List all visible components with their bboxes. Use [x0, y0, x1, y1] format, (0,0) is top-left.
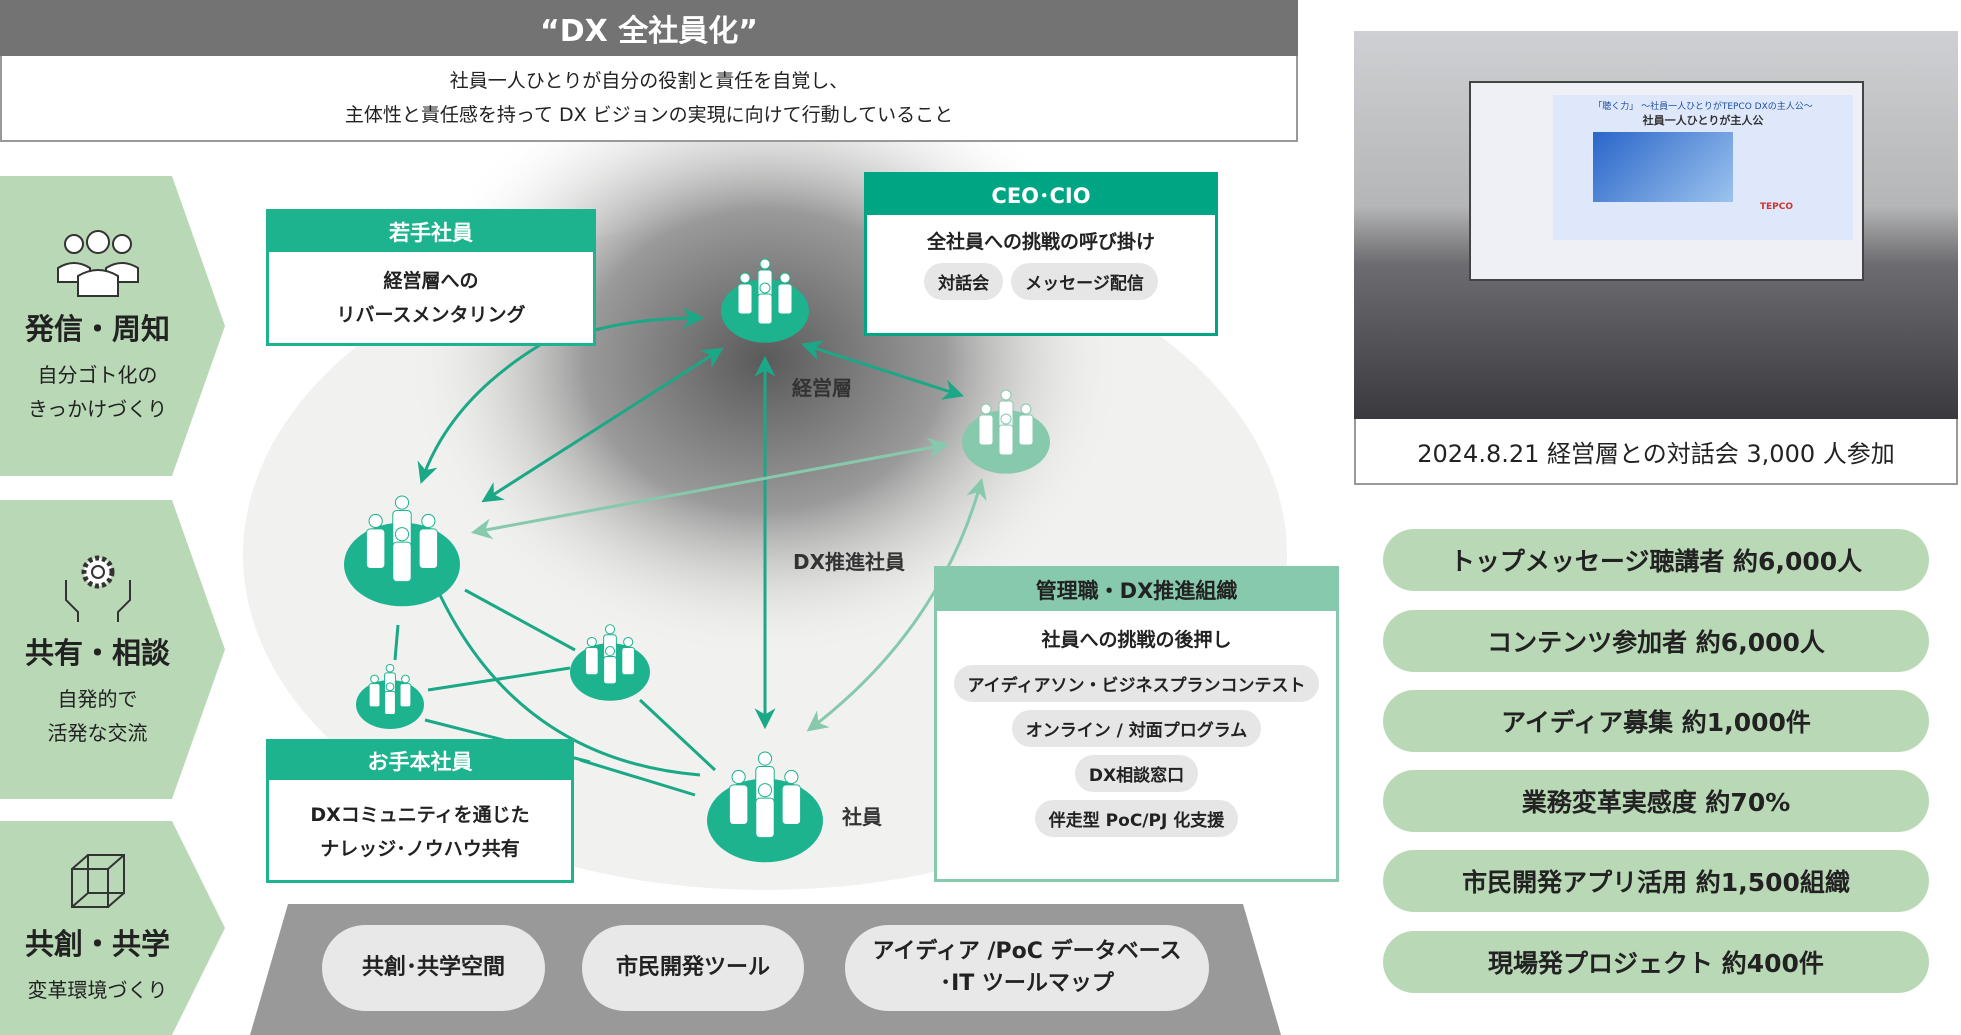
chip-consultation: DX相談窓口 [1074, 755, 1199, 792]
pillar-communication: 発信・周知 自分ゴト化の きっかけづくり [0, 176, 225, 476]
box-text: リバースメンタリング [336, 304, 526, 326]
platform-space: 共創･共学空間 [322, 925, 545, 1011]
vision-description: 社員一人ひとりが自分の役割と責任を自覚し、 主体性と責任感を持って DX ビジョ… [0, 56, 1298, 142]
gear-hands-icon [64, 555, 131, 622]
small-group-people-icon [356, 663, 424, 729]
pillar-title: 共創・共学 [24, 927, 170, 961]
stat-pill: 市民開発アプリ活用 約1,500組織 [1383, 850, 1929, 912]
stat-pill: 現場発プロジェクト 約400件 [1383, 931, 1929, 993]
platform-label: 市民開発ツール [615, 955, 770, 980]
platform-label: 共創･共学空間 [361, 955, 505, 980]
box-text: 全社員への挑戦の呼び掛け [926, 231, 1155, 253]
arrow-mgmt-dx [470, 437, 950, 540]
vision-line-2: 主体性と責任感を持って DX ビジョンの実現に向けて行動していること [344, 104, 954, 126]
slide: 「聴く力」 ～社員一人ひとりがTEPCO DXの主人公～ 社員一人ひとりが主人公… [1553, 95, 1853, 240]
platform-label: ･IT ツールマップ [940, 971, 1114, 996]
pillar-title: 発信・周知 [24, 312, 170, 346]
model-staff-box: お手本社員 DXコミュニティを通じた ナレッジ･ノウハウ共有 [266, 739, 574, 883]
platform-database: アイディア /PoC データベース ･IT ツールマップ [845, 925, 1209, 1011]
label-executives: 経営層 [792, 376, 852, 400]
pillar-subtitle: 自発的で [57, 686, 138, 711]
management-box: 管理職・DX推進組織 社員への挑戦の後押し アイディアソン・ビジネスプランコンテ… [934, 566, 1339, 882]
young-staff-box: 若手社員 経営層への リバースメンタリング [266, 209, 596, 346]
vision-title: “DX 全社員化” [0, 0, 1298, 56]
pillar-sharing: 共有・相談 自発的で 活発な交流 [0, 500, 225, 799]
box-header: 管理職・DX推進組織 [937, 569, 1336, 611]
box-text: 経営層への [383, 270, 479, 292]
label-dx-staff: DX推進社員 [793, 550, 906, 574]
projection-screen: 「聴く力」 ～社員一人ひとりがTEPCO DXの主人公～ 社員一人ひとりが主人公… [1469, 81, 1864, 281]
staff-people-icon [707, 751, 823, 863]
slide-logo: TEPCO [1759, 202, 1793, 212]
box-header: お手本社員 [269, 742, 571, 780]
platform-tools: 市民開発ツール [582, 925, 804, 1011]
platform-label: アイディア /PoC データベース [872, 939, 1182, 964]
model-group-people-icon [570, 624, 650, 701]
dx-staff-people-icon [344, 495, 460, 607]
box-text: DXコミュニティを通じた [310, 804, 530, 826]
photo-caption: 2024.8.21 経営層との対話会 3,000 人参加 [1354, 419, 1958, 485]
slide-image [1593, 132, 1733, 202]
stat-pill: コンテンツ参加者 約6,000人 [1383, 610, 1929, 672]
executives-people-icon [721, 258, 809, 343]
arrow-exec-mgmt [801, 340, 964, 400]
vision-line-1: 社員一人ひとりが自分の役割と責任を自覚し、 [449, 70, 849, 92]
pillar-subtitle: 変革環境づくり [27, 978, 168, 1002]
chip-message: メッセージ配信 [1011, 263, 1158, 300]
chip-program: オンライン / 対面プログラム [1011, 710, 1262, 747]
ceo-cio-box: CEO･CIO 全社員への挑戦の呼び掛け 対話会メッセージ配信 [864, 172, 1218, 336]
box-header: CEO･CIO [867, 175, 1215, 215]
chip-poc-support: 伴走型 PoC/PJ 化支援 [1034, 800, 1239, 837]
event-photo: 「聴く力」 ～社員一人ひとりがTEPCO DXの主人公～ 社員一人ひとりが主人公… [1354, 31, 1958, 419]
box-text: 社員への挑戦の後押し [1041, 629, 1232, 651]
stat-pill: 業務変革実感度 約70% [1383, 770, 1929, 832]
managers-people-icon [962, 389, 1050, 474]
arrow-young-to-exec [594, 307, 705, 332]
chip-dialogue: 対話会 [924, 263, 1004, 300]
stat-pill: アイディア募集 約1,000件 [1383, 690, 1929, 752]
cube-network-icon [70, 854, 125, 908]
slide-subtitle: 社員一人ひとりが主人公 [1642, 114, 1764, 127]
pillar-co-creation: 共創・共学 変革環境づくり [0, 821, 225, 1035]
arrow-mgmt-staff [806, 477, 987, 732]
label-staff: 社員 [842, 805, 882, 829]
chip-ideathon: アイディアソン・ビジネスプランコンテスト [953, 665, 1320, 702]
stat-pill: トップメッセージ聴講者 約6,000人 [1383, 529, 1929, 591]
pillar-subtitle: 自分ゴト化の [37, 363, 158, 387]
pillar-title: 共有・相談 [24, 635, 170, 670]
slide-title: 「聴く力」 ～社員一人ひとりがTEPCO DXの主人公～ [1593, 102, 1813, 112]
box-header: 若手社員 [269, 212, 593, 252]
pillar-subtitle: 活発な交流 [47, 720, 148, 745]
pillar-subtitle: きっかけづくり [27, 397, 168, 421]
people-icon [56, 230, 139, 297]
box-text: ナレッジ･ノウハウ共有 [320, 838, 520, 860]
